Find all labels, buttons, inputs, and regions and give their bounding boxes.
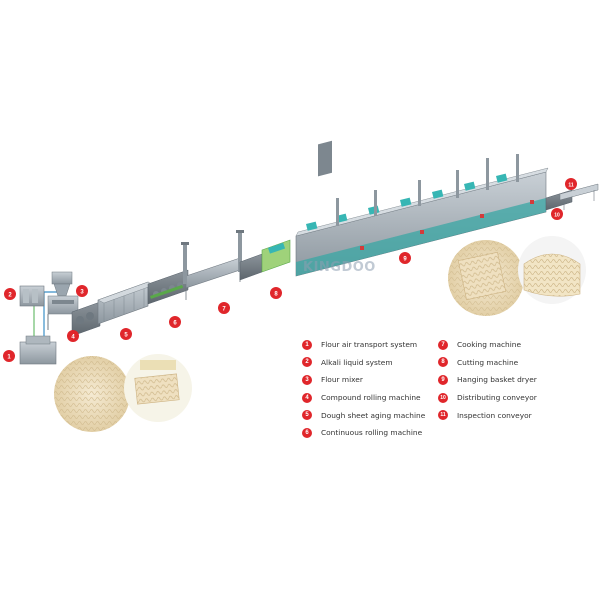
legend-label: Distributing conveyor xyxy=(457,393,537,403)
legend-label: Alkali liquid system xyxy=(321,357,393,367)
legend-number: 4 xyxy=(302,392,312,403)
legend-item: 6 Continuous rolling machine xyxy=(302,424,425,442)
legend-item: 10 Distributing conveyor xyxy=(438,389,537,407)
legend-label: Hanging basket dryer xyxy=(457,375,537,385)
legend-item: 4 Compound rolling machine xyxy=(302,389,425,407)
marker-3-label: 3 xyxy=(80,290,84,296)
marker-2: 2 xyxy=(4,288,16,300)
legend-number: 1 xyxy=(302,339,312,350)
legend-item: 11 Inspection conveyor xyxy=(438,406,537,424)
marker-11-label: 11 xyxy=(568,182,574,188)
dryer-segments xyxy=(318,140,332,177)
legend-label: Compound rolling machine xyxy=(321,393,421,403)
legend-item: 7 Cooking machine xyxy=(438,336,537,354)
marker-10: 10 xyxy=(551,208,563,220)
brand-watermark: KINGDOO xyxy=(303,260,376,275)
noodle-block-photo-left xyxy=(124,354,192,422)
legend-label: Flour mixer xyxy=(321,375,363,385)
marker-10-label: 10 xyxy=(554,212,560,218)
legend-number: 9 xyxy=(438,374,448,385)
legend-number: 5 xyxy=(302,410,312,421)
legend-number: 2 xyxy=(302,357,312,368)
legend-item: 8 Cutting machine xyxy=(438,354,537,372)
legend-label: Cutting machine xyxy=(457,357,519,367)
dryer-red-accents xyxy=(360,200,534,250)
marker-6: 6 xyxy=(169,316,181,328)
legend-right-column: 7 Cooking machine 8 Cutting machine 9 Ha… xyxy=(438,336,537,424)
flour-mixer xyxy=(47,271,79,330)
legend-number: 6 xyxy=(302,427,312,438)
marker-5-label: 5 xyxy=(124,333,128,339)
marker-7: 7 xyxy=(218,302,230,314)
marker-4-label: 4 xyxy=(71,335,75,341)
marker-8-label: 8 xyxy=(274,292,278,298)
legend-number: 7 xyxy=(438,339,448,350)
legend-label: Inspection conveyor xyxy=(457,410,532,420)
marker-1-label: 1 xyxy=(7,355,11,361)
legend-left-column: 1 Flour air transport system 2 Alkali li… xyxy=(302,336,425,442)
noodle-pile-photo-left xyxy=(54,356,130,432)
legend-item: 3 Flour mixer xyxy=(302,371,425,389)
legend-label: Continuous rolling machine xyxy=(321,428,423,438)
cutting-machine xyxy=(239,239,291,281)
legend-number: 3 xyxy=(302,374,312,385)
marker-1: 1 xyxy=(3,350,15,362)
legend-item: 9 Hanging basket dryer xyxy=(438,371,537,389)
inspection-conveyor xyxy=(559,183,599,210)
legend-number: 11 xyxy=(438,410,448,421)
marker-9: 9 xyxy=(399,252,411,264)
legend-item: 5 Dough sheet aging machine xyxy=(302,406,425,424)
marker-2-label: 2 xyxy=(8,293,12,299)
legend-label: Dough sheet aging machine xyxy=(321,410,426,420)
dryer-exhaust-stacks xyxy=(336,154,519,226)
marker-3: 3 xyxy=(76,285,88,297)
marker-7-label: 7 xyxy=(222,307,226,313)
marker-5: 5 xyxy=(120,328,132,340)
legend-item: 2 Alkali liquid system xyxy=(302,354,425,372)
legend-label: Flour air transport system xyxy=(321,340,418,350)
dough-sheet-aging-machine xyxy=(97,281,155,325)
legend-number: 8 xyxy=(438,357,448,368)
legend-item: 1 Flour air transport system xyxy=(302,336,425,354)
legend-number: 10 xyxy=(438,392,448,403)
marker-6-label: 6 xyxy=(173,321,177,327)
noodle-block-photo-far-right xyxy=(518,236,586,304)
cooking-machine xyxy=(181,230,244,300)
hanging-basket-dryer xyxy=(295,140,549,277)
marker-9-label: 9 xyxy=(403,257,407,263)
continuous-rolling-machine xyxy=(147,269,189,305)
compound-rolling-machine xyxy=(71,301,101,337)
marker-4: 4 xyxy=(67,330,79,342)
alkali-liquid-system xyxy=(19,285,45,307)
marker-11: 11 xyxy=(565,178,577,190)
noodle-block-photo-right xyxy=(448,240,524,316)
marker-8: 8 xyxy=(270,287,282,299)
legend-label: Cooking machine xyxy=(457,340,522,350)
